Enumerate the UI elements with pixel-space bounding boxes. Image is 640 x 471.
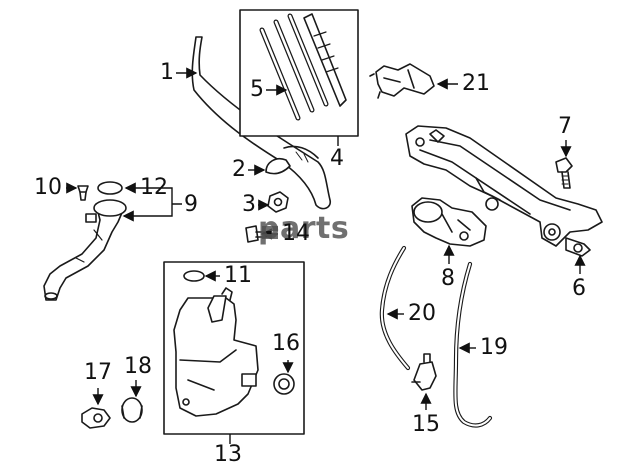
callout-14: 14 xyxy=(282,221,310,246)
callout-4: 4 xyxy=(330,146,344,171)
watermark-text: parts xyxy=(258,211,350,246)
reservoir-cap-part xyxy=(97,181,123,195)
callout-8: 8 xyxy=(441,266,455,291)
filler-neck-part xyxy=(43,199,127,301)
callout-9: 9 xyxy=(184,192,198,217)
hose-connector-part xyxy=(369,63,435,99)
wiper-arm-part xyxy=(191,36,332,210)
callout-16: 16 xyxy=(272,331,300,356)
callout-2: 2 xyxy=(232,157,246,182)
leader-9-bracket xyxy=(130,187,182,217)
callout-13: 13 xyxy=(214,442,242,467)
callout-12: 12 xyxy=(140,175,168,200)
blade-kit-box xyxy=(239,9,359,137)
reservoir-box xyxy=(163,261,305,435)
bolt-part xyxy=(555,157,573,189)
callout-7: 7 xyxy=(558,114,572,139)
callout-6: 6 xyxy=(572,276,586,301)
level-sensor-part xyxy=(81,407,111,429)
callout-15: 15 xyxy=(412,412,440,437)
callout-5: 5 xyxy=(250,77,264,102)
wiper-motor-part xyxy=(411,197,487,247)
callout-20: 20 xyxy=(408,301,436,326)
callout-11: 11 xyxy=(224,263,252,288)
washer-pump-part xyxy=(411,353,437,391)
sensor-seal-part xyxy=(121,397,143,423)
grommet-part xyxy=(273,373,295,395)
nut-part xyxy=(267,191,289,213)
callout-18: 18 xyxy=(124,354,152,379)
clip-part xyxy=(77,185,89,201)
callout-1: 1 xyxy=(160,60,174,85)
callout-19: 19 xyxy=(480,335,508,360)
callout-3: 3 xyxy=(242,192,256,217)
wiper-linkage-part xyxy=(405,125,603,257)
callout-21: 21 xyxy=(462,71,490,96)
arm-cap-part xyxy=(265,157,291,175)
watermark-logo-icon xyxy=(262,226,278,239)
callout-17: 17 xyxy=(84,360,112,385)
callout-10: 10 xyxy=(34,175,62,200)
